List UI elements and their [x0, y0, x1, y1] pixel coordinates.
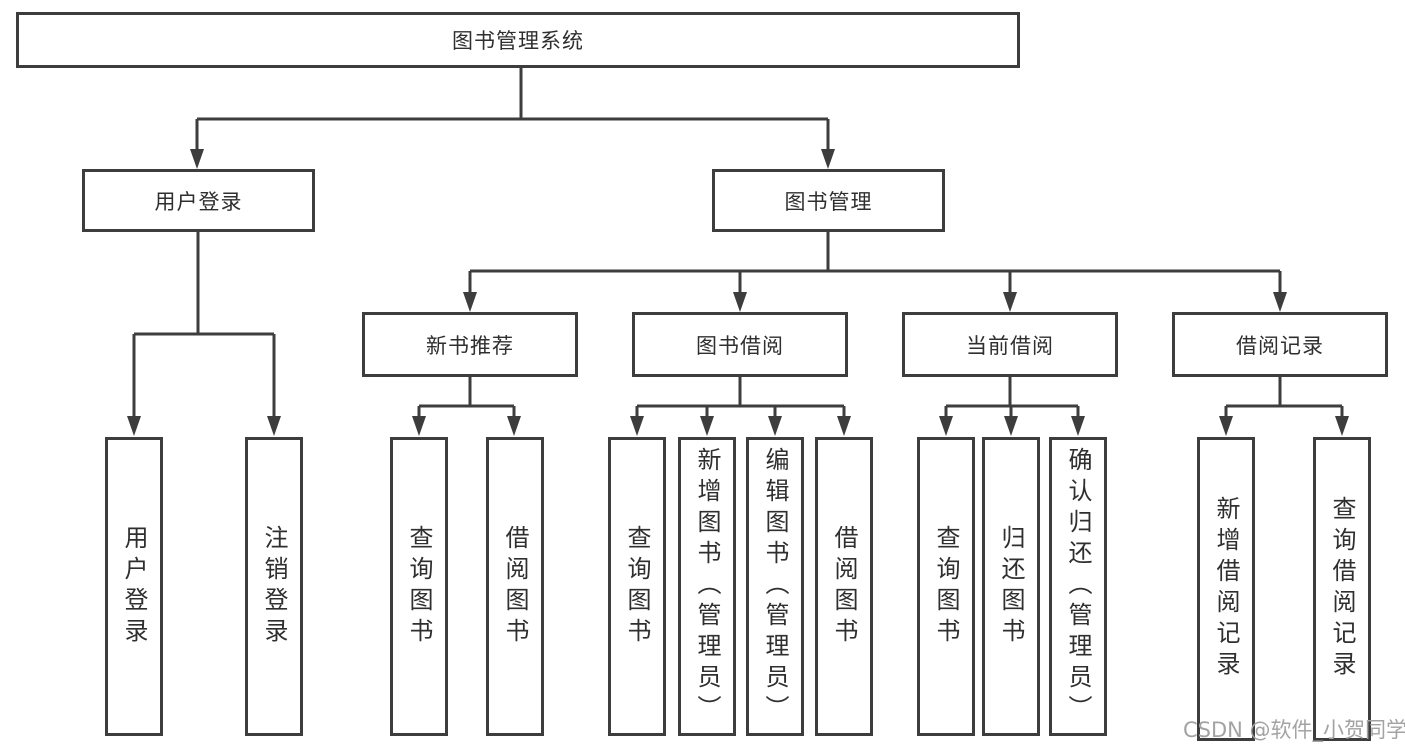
leaf-query-books-recommend: 查询图书 [390, 437, 448, 736]
leaf-query-books-recommend-label: 查询图书 [405, 524, 433, 649]
leaf-user-login-label: 用户登录 [120, 524, 148, 649]
leaf-query-books-current-label: 查询图书 [932, 524, 960, 649]
node-user-login: 用户登录 [82, 169, 315, 232]
leaf-query-borrow-record: 查询借阅记录 [1313, 437, 1371, 741]
leaf-query-books-borrow: 查询图书 [608, 437, 666, 736]
node-root-label: 图书管理系统 [452, 29, 584, 53]
leaf-borrow-books-label: 借阅图书 [830, 524, 858, 649]
leaf-query-books-current: 查询图书 [917, 437, 975, 736]
leaf-logout: 注销登录 [245, 437, 303, 736]
leaf-edit-book-admin: 编辑图书（管理员） [746, 437, 804, 736]
leaf-add-borrow-record: 新增借阅记录 [1197, 437, 1255, 741]
node-borrow-records-label: 借阅记录 [1236, 333, 1324, 358]
node-current-borrow-label: 当前借阅 [966, 333, 1054, 358]
leaf-edit-book-admin-label: 编辑图书（管理员） [761, 447, 789, 726]
leaf-add-book-admin-label: 新增图书（管理员） [693, 447, 721, 726]
leaf-add-book-admin: 新增图书（管理员） [678, 437, 736, 736]
node-book-borrow: 图书借阅 [632, 312, 848, 377]
leaf-borrow-books-recommend: 借阅图书 [486, 437, 544, 736]
leaf-logout-label: 注销登录 [260, 524, 288, 649]
node-new-book-recommend-label: 新书推荐 [426, 333, 514, 358]
node-book-management: 图书管理 [712, 169, 945, 232]
node-book-management-label: 图书管理 [784, 189, 873, 214]
leaf-return-books-label: 归还图书 [997, 524, 1025, 649]
node-root: 图书管理系统 [16, 12, 1020, 68]
leaf-add-borrow-record-label: 新增借阅记录 [1212, 496, 1240, 682]
node-current-borrow: 当前借阅 [902, 312, 1118, 377]
node-borrow-records: 借阅记录 [1172, 312, 1388, 377]
leaf-return-books: 归还图书 [982, 437, 1040, 736]
leaf-borrow-books-recommend-label: 借阅图书 [501, 524, 529, 649]
node-book-borrow-label: 图书借阅 [696, 333, 784, 358]
node-user-login-label: 用户登录 [154, 189, 243, 214]
leaf-query-books-borrow-label: 查询图书 [623, 524, 651, 649]
leaf-confirm-return-admin-label: 确认归还（管理员） [1064, 447, 1092, 726]
leaf-user-login: 用户登录 [105, 437, 163, 736]
csdn-watermark: CSDN @软件_小贺同学 [1183, 718, 1405, 742]
node-new-book-recommend: 新书推荐 [362, 312, 578, 377]
leaf-borrow-books: 借阅图书 [815, 437, 873, 736]
leaf-query-borrow-record-label: 查询借阅记录 [1328, 496, 1356, 682]
leaf-confirm-return-admin: 确认归还（管理员） [1049, 437, 1107, 736]
